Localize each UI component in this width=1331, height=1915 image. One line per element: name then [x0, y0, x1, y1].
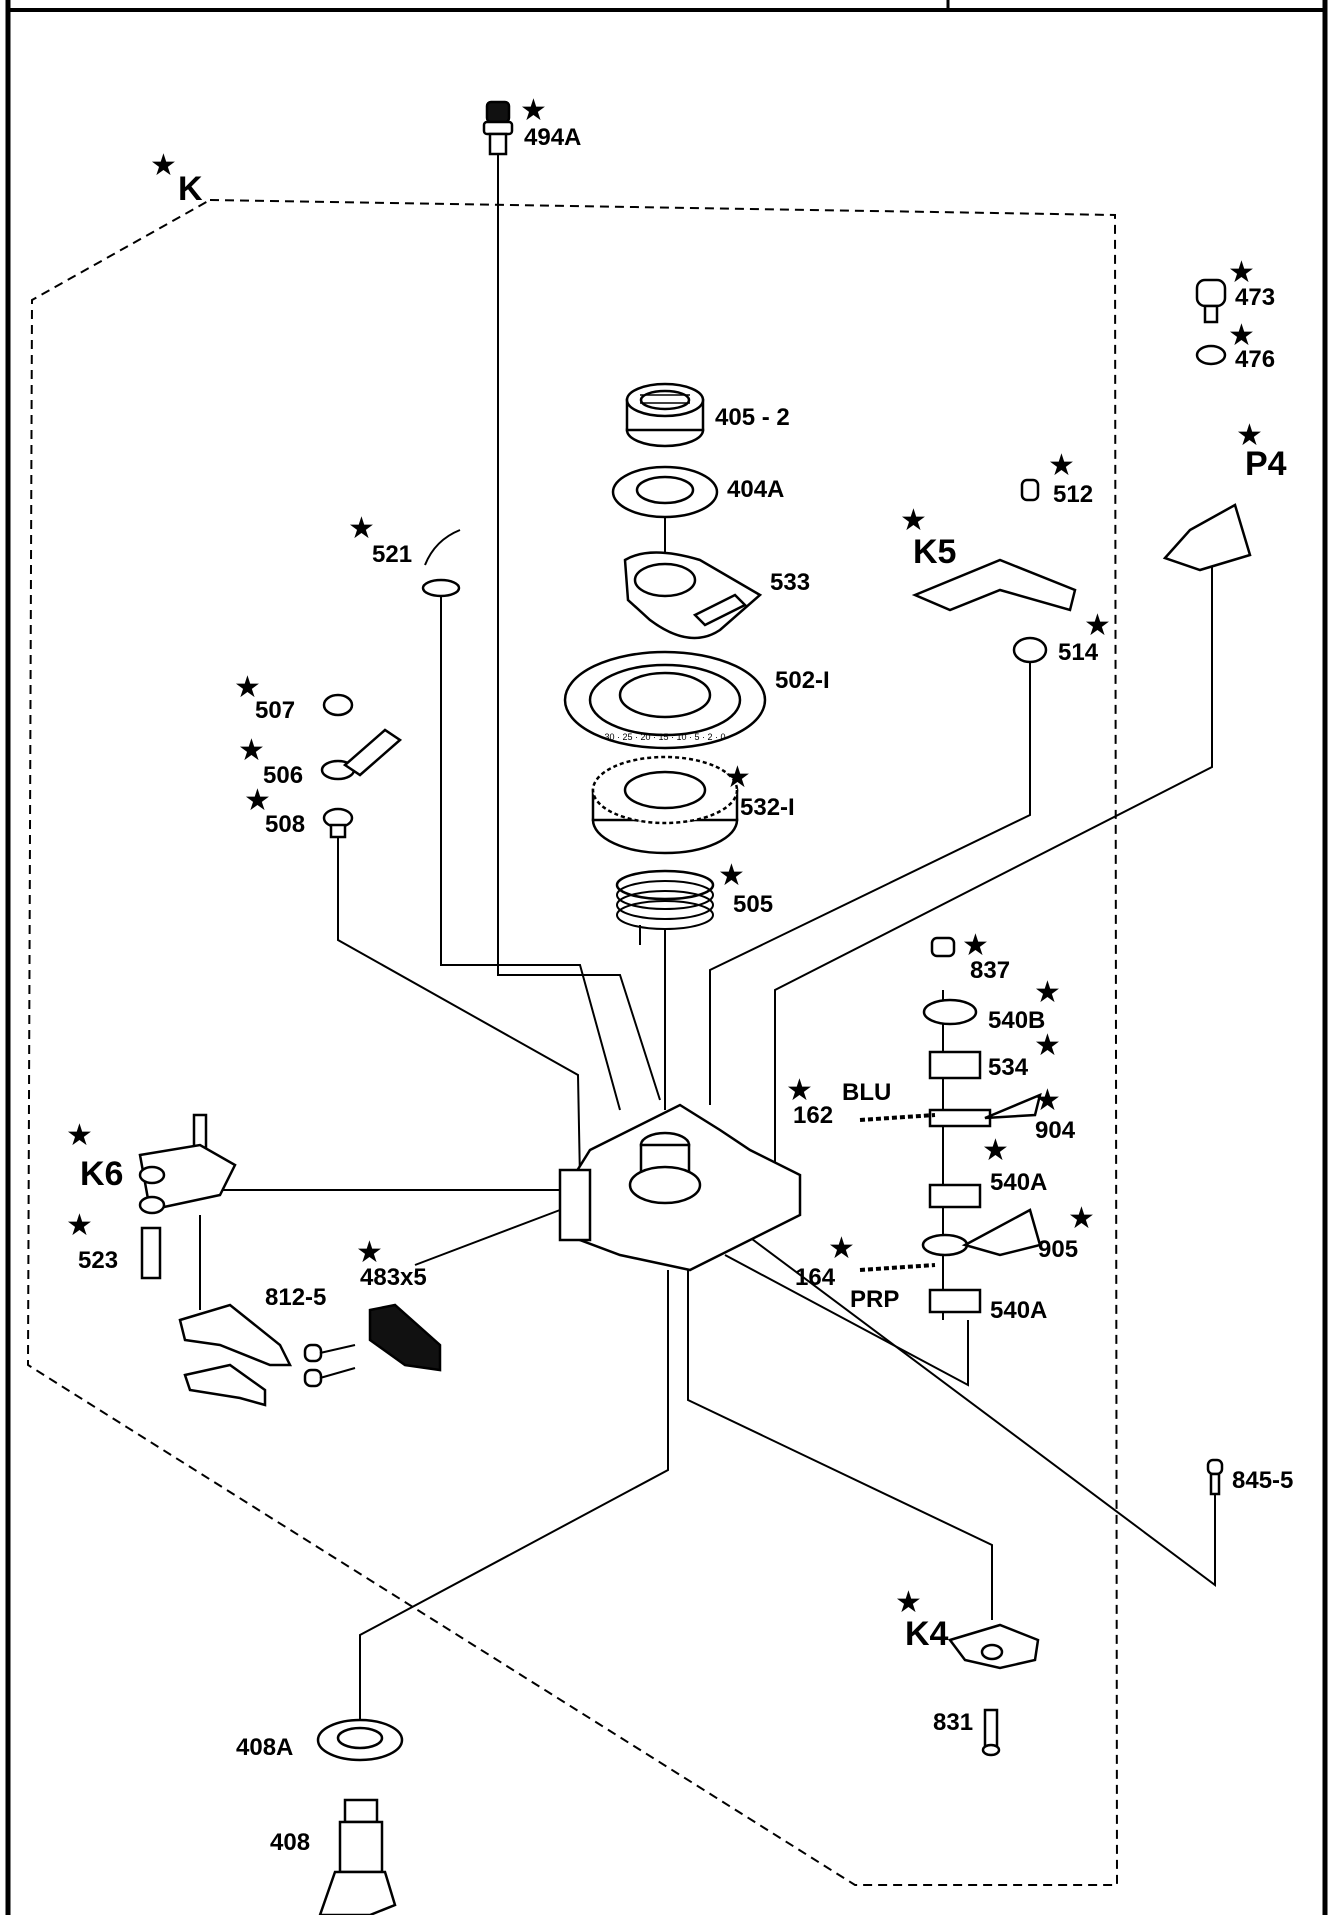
- star-icon: ★: [828, 1231, 855, 1266]
- washer-404a: [611, 465, 719, 519]
- levers-lower-left: [178, 1303, 293, 1407]
- part-label: 506: [263, 762, 303, 789]
- screw-845-5: [1206, 1458, 1224, 1496]
- star-icon: ★: [1084, 608, 1111, 643]
- part-label: 845-5: [1232, 1467, 1293, 1494]
- part-label: 505: [733, 891, 773, 918]
- star-icon: ★: [982, 1133, 1009, 1168]
- gear-532-1: [591, 755, 739, 855]
- stack-837-905: [921, 936, 1042, 1314]
- star-icon: ★: [1034, 975, 1061, 1010]
- dial-502-1: 30 · 25 · 20 · 15 · 10 · 5 · 2 · 0: [563, 650, 767, 750]
- part-label: 164: [795, 1264, 836, 1291]
- part-label: 405 - 2: [715, 404, 790, 431]
- part-label: 534: [988, 1054, 1029, 1081]
- part-label: 408: [270, 1829, 310, 1856]
- part-label: 837: [970, 957, 1010, 984]
- screws-812-5-and-block-483: [303, 1303, 442, 1388]
- part-label: 831: [933, 1709, 973, 1736]
- star-icon: ★: [66, 1208, 93, 1243]
- spring-505: [615, 869, 715, 945]
- star-icon: ★: [520, 93, 547, 128]
- star-icon: ★: [244, 783, 271, 818]
- part-label: 507: [255, 697, 295, 724]
- star-icon: ★: [1068, 1201, 1095, 1236]
- star-icon: ★: [724, 760, 751, 795]
- part-label: 404A: [727, 476, 784, 503]
- group-k-outline: [26, 199, 1119, 1886]
- plate-533: [623, 551, 763, 640]
- part-k6: [138, 1113, 237, 1280]
- clip-521: [421, 529, 461, 598]
- leader-lines: [168, 150, 1216, 1720]
- part-label: 533: [770, 569, 810, 596]
- parts-408a-408: [316, 1718, 404, 1915]
- part-p4: [1162, 278, 1252, 572]
- part-label: 476: [1235, 346, 1275, 373]
- star-icon: ★: [895, 1585, 922, 1620]
- star-icon: ★: [238, 733, 265, 768]
- part-k4: [947, 1623, 1040, 1757]
- star-icon: ★: [1228, 255, 1255, 290]
- part-label: 540A: [990, 1297, 1047, 1324]
- star-icon: ★: [1236, 418, 1263, 453]
- star-icon: ★: [1228, 318, 1255, 353]
- star-icon: ★: [234, 670, 261, 705]
- screw-494a: [482, 100, 514, 156]
- part-label: 532-I: [740, 794, 795, 821]
- part-label: 483x5: [360, 1264, 427, 1291]
- base-plate: [558, 1103, 802, 1272]
- star-icon: ★: [786, 1073, 813, 1108]
- star-icon: ★: [962, 928, 989, 963]
- part-labels: K 494A 473 476 P4 405 - 2 404A 533 502-I…: [78, 124, 1293, 1856]
- part-label: 508: [265, 811, 305, 838]
- star-icon: ★: [1034, 1083, 1061, 1118]
- lever-k5: [911, 478, 1077, 664]
- part-label: 494A: [524, 124, 581, 151]
- part-label: PRP: [850, 1286, 899, 1313]
- group-label-k4: K4: [905, 1615, 949, 1653]
- group-label-k5: K5: [913, 533, 956, 571]
- group-label-k: K: [178, 170, 203, 208]
- part-label: 502-I: [775, 667, 830, 694]
- part-label: 905: [1038, 1236, 1078, 1263]
- part-label: 523: [78, 1247, 118, 1274]
- part-label: 408A: [236, 1734, 293, 1761]
- part-label: 812-5: [265, 1284, 326, 1311]
- star-icon: ★: [66, 1118, 93, 1153]
- star-markers: ★ ★ ★ ★ ★ ★ ★ ★ ★ ★ ★ ★ ★ ★ ★ ★ ★ ★ ★ ★ …: [66, 93, 1263, 1620]
- frame: [5, 0, 1328, 1915]
- wires: [859, 1113, 936, 1272]
- nut-405-2: [625, 382, 705, 448]
- part-label: 904: [1035, 1117, 1076, 1144]
- part-label: 162: [793, 1102, 833, 1129]
- dial-scale-text: 30 · 25 · 20 · 15 · 10 · 5 · 2 · 0: [604, 732, 725, 742]
- part-label: BLU: [842, 1079, 891, 1106]
- part-label: 512: [1053, 481, 1093, 508]
- group-label-p4: P4: [1245, 445, 1287, 483]
- star-icon: ★: [356, 1235, 383, 1270]
- star-icon: ★: [718, 858, 745, 893]
- part-label: 521: [372, 541, 412, 568]
- star-icon: ★: [348, 511, 375, 546]
- group-label-k6: K6: [80, 1155, 123, 1193]
- part-label: 540B: [988, 1007, 1045, 1034]
- part-label: 540A: [990, 1169, 1047, 1196]
- star-icon: ★: [1048, 448, 1075, 483]
- star-icon: ★: [150, 148, 177, 183]
- part-label: 514: [1058, 639, 1099, 666]
- part-label: 473: [1235, 284, 1275, 311]
- star-icon: ★: [900, 503, 927, 538]
- star-icon: ★: [1034, 1028, 1061, 1063]
- parts-507-506-508: [320, 693, 403, 839]
